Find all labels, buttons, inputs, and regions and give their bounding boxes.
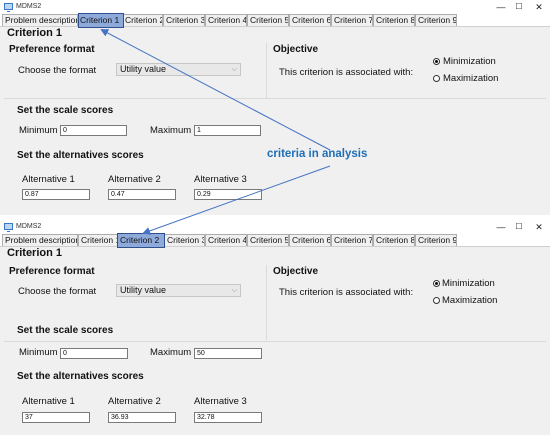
tab-criterion-5[interactable]: Criterion 5 — [247, 14, 289, 26]
app-title: MDMS2 — [16, 223, 42, 230]
minimization-label: Minimization — [442, 278, 495, 289]
minimum-input[interactable]: 0 — [60, 348, 128, 359]
minimize-icon[interactable]: — — [496, 2, 506, 12]
minimization-label: Minimization — [443, 56, 496, 67]
alternative-2-input[interactable]: 36.93 — [108, 412, 176, 423]
alternative-2-label: Alternative 2 — [108, 396, 161, 407]
tab-criterion-9[interactable]: Criterion 9 — [415, 14, 457, 26]
tab-problem-description[interactable]: Problem description — [2, 234, 78, 246]
format-select[interactable]: Utility value ⌵ — [116, 63, 241, 76]
tab-criterion-3[interactable]: Criterion 3 — [164, 234, 205, 246]
title-bar: MDMS2 — ☐ ✕ — [0, 0, 550, 14]
alternative-1-input[interactable]: 37 — [22, 412, 90, 423]
maximize-icon[interactable]: ☐ — [515, 2, 523, 11]
divider — [4, 98, 546, 99]
scale-scores-heading: Set the scale scores — [17, 105, 114, 116]
maximization-radio[interactable] — [433, 297, 440, 304]
criterion-1-highlight-label: Criterion 1 — [80, 15, 120, 25]
alternatives-scores-heading: Set the alternatives scores — [17, 150, 144, 161]
criterion-panel: Criterion 1 Preference format Choose the… — [0, 26, 550, 215]
tab-criterion-3[interactable]: Criterion 3 — [163, 14, 205, 26]
alternative-2-label: Alternative 2 — [108, 174, 161, 185]
criterion-panel: Criterion 1 Preference format Choose the… — [0, 246, 550, 435]
choose-format-label: Choose the format — [18, 65, 97, 76]
chevron-down-icon: ⌵ — [231, 66, 237, 73]
minimization-radio[interactable] — [433, 58, 440, 65]
criterion-1-tab-highlight — [78, 13, 124, 28]
associated-label: This criterion is associated with: — [279, 67, 414, 78]
alternative-3-label: Alternative 3 — [194, 396, 247, 407]
tab-criterion-6[interactable]: Criterion 6 — [289, 14, 331, 26]
title-bar: MDMS2 — ☐ ✕ — [0, 220, 550, 234]
app-window-1: MDMS2 — ☐ ✕ Problem description Criterio… — [0, 0, 550, 215]
alternative-3-input[interactable]: 0.29 — [194, 189, 262, 200]
app-title: MDMS2 — [16, 3, 42, 10]
criterion-2-highlight-label: Criterion 2 — [120, 235, 160, 245]
alternative-1-input[interactable]: 0.87 — [22, 189, 90, 200]
scale-scores-heading: Set the scale scores — [17, 325, 114, 336]
tab-criterion-5[interactable]: Criterion 5 — [247, 234, 289, 246]
format-select[interactable]: Utility value ⌵ — [116, 284, 241, 297]
tab-problem-description[interactable]: Problem description — [2, 14, 78, 26]
alternative-3-label: Alternative 3 — [194, 174, 247, 185]
divider — [266, 43, 267, 98]
tab-criterion-4[interactable]: Criterion 4 — [205, 14, 247, 26]
maximum-label: Maximum — [150, 347, 192, 358]
maximization-label: Maximization — [442, 295, 498, 306]
criterion-2-tab-highlight — [117, 233, 165, 248]
preference-format-heading: Preference format — [9, 44, 95, 55]
alternative-1-label: Alternative 1 — [22, 396, 75, 407]
tab-criterion-6[interactable]: Criterion 6 — [289, 234, 331, 246]
tab-criterion-4[interactable]: Criterion 4 — [205, 234, 247, 246]
alternative-2-input[interactable]: 0.47 — [108, 189, 176, 200]
app-window-2: MDMS2 — ☐ ✕ Problem description Criterio… — [0, 220, 550, 435]
tab-criterion-8[interactable]: Criterion 8 — [373, 234, 415, 246]
close-icon[interactable]: ✕ — [535, 222, 543, 232]
maximization-radio[interactable] — [433, 75, 440, 82]
page-title: Criterion 1 — [7, 27, 63, 39]
alternative-1-label: Alternative 1 — [22, 174, 75, 185]
maximum-input[interactable]: 1 — [194, 125, 261, 136]
associated-label: This criterion is associated with: — [279, 287, 414, 298]
format-select-value: Utility value — [120, 64, 167, 74]
minimum-label: Minimum — [19, 347, 58, 358]
app-window-icon — [4, 223, 13, 232]
format-select-value: Utility value — [120, 285, 167, 295]
minimization-radio[interactable] — [433, 280, 440, 287]
tab-criterion-9[interactable]: Criterion 9 — [415, 234, 457, 246]
tab-criterion-1[interactable]: Criterion 1 — [78, 234, 118, 246]
maximize-icon[interactable]: ☐ — [515, 222, 523, 231]
criteria-in-analysis-callout: criteria in analysis — [267, 148, 368, 160]
preference-format-heading: Preference format — [9, 266, 95, 277]
objective-heading: Objective — [273, 266, 319, 277]
app-window-icon — [4, 3, 13, 12]
tab-bar: Problem description Criterion 1 Criterio… — [0, 234, 550, 246]
alternative-3-input[interactable]: 32.78 — [194, 412, 262, 423]
alternatives-scores-heading: Set the alternatives scores — [17, 371, 144, 382]
page-title: Criterion 1 — [7, 247, 63, 259]
tab-criterion-2[interactable]: Criterion 2 — [122, 14, 163, 26]
tab-criterion-7[interactable]: Criterion 7 — [331, 234, 373, 246]
minimum-label: Minimum — [19, 125, 58, 136]
maximum-input[interactable]: 50 — [194, 348, 262, 359]
minimum-input[interactable]: 0 — [60, 125, 127, 136]
maximum-label: Maximum — [150, 125, 192, 136]
tab-criterion-7[interactable]: Criterion 7 — [331, 14, 373, 26]
maximization-label: Maximization — [443, 73, 499, 84]
chevron-down-icon: ⌵ — [231, 287, 237, 294]
close-icon[interactable]: ✕ — [535, 2, 543, 12]
minimize-icon[interactable]: — — [496, 222, 506, 232]
objective-heading: Objective — [273, 44, 319, 55]
divider — [266, 265, 267, 340]
choose-format-label: Choose the format — [18, 286, 97, 297]
tab-criterion-8[interactable]: Criterion 8 — [373, 14, 415, 26]
divider — [4, 341, 546, 342]
